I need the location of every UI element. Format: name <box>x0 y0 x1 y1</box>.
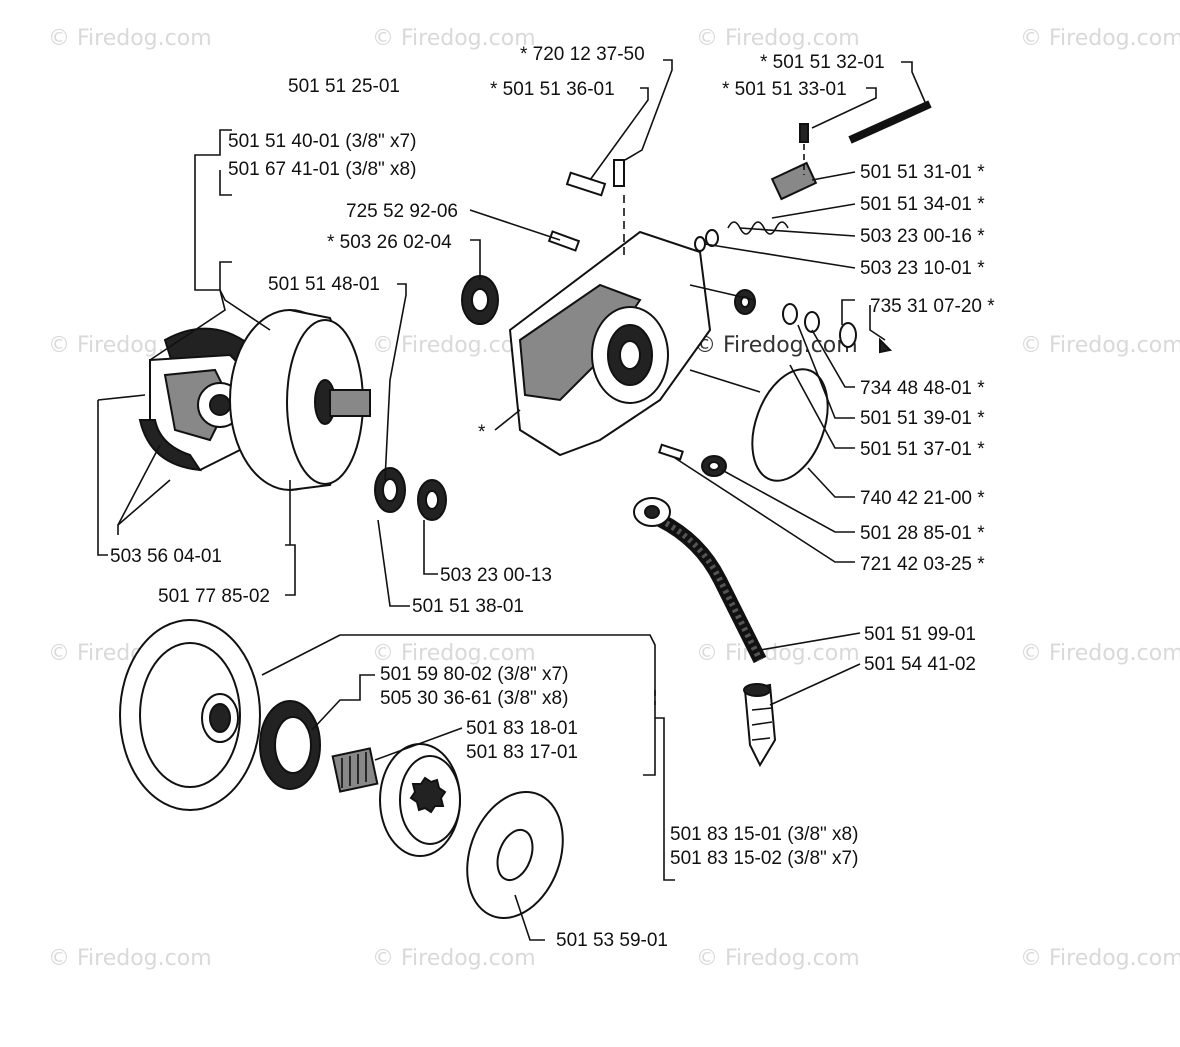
label-part-501-54-41-02: 501 54 41-02 <box>864 654 976 675</box>
watermark: © Firedog.com <box>696 946 860 971</box>
watermark: © Firedog.com <box>1020 946 1180 971</box>
large-o-ring <box>751 368 829 482</box>
label-part-501-53-59-01: 501 53 59-01 <box>556 930 668 951</box>
label-part-740-42-21-00: 740 42 21-00 * <box>860 488 985 509</box>
rim-sprocket <box>259 700 321 790</box>
watermark: © Firedog.com <box>696 641 860 666</box>
label-part-501-83-17-01: 501 83 17-01 <box>466 742 578 763</box>
label-part-501-51-37-01: 501 51 37-01 * <box>860 439 985 460</box>
seal-ring <box>461 275 499 325</box>
label-part-501-67-41-01: 501 67 41-01 (3/8" x8) <box>228 159 416 180</box>
label-part-503-23-00-16: 503 23 00-16 * <box>860 226 985 247</box>
label-part-501-28-85-01: 501 28 85-01 * <box>860 523 985 544</box>
watermark: © Firedog.com <box>1020 641 1180 666</box>
clutch-shoes <box>138 327 257 472</box>
label-part-721-42-03-25: 721 42 03-25 * <box>860 554 985 575</box>
watermark: © Firedog.com <box>1020 26 1180 51</box>
watermark: © Firedog.com <box>372 946 536 971</box>
label-part-501-51-31-01: 501 51 31-01 * <box>860 162 985 183</box>
watermark-center: © Firedog.com <box>694 333 858 358</box>
label-part-501-51-40-01: 501 51 40-01 (3/8" x7) <box>228 131 416 152</box>
needle-bearing <box>374 467 406 513</box>
spur-sprocket <box>379 743 461 857</box>
oil-hose <box>633 497 767 664</box>
label-part-735-31-07-20: 735 31 07-20 * <box>870 296 995 317</box>
label-part-503-23-10-01: 503 23 10-01 * <box>860 258 985 279</box>
label-part-501-51-36-01: * 501 51 36-01 <box>490 79 615 100</box>
label-assembly: 501 51 25-01 <box>288 76 400 97</box>
label-part-501-83-15-02: 501 83 15-02 (3/8" x7) <box>670 848 858 869</box>
clutch-drum <box>229 309 371 491</box>
watermark: © Firedog.com <box>372 333 536 358</box>
label-part-501-51-34-01: 501 51 34-01 * <box>860 194 985 215</box>
watermark: © Firedog.com <box>48 946 212 971</box>
label-part-501-77-85-02: 501 77 85-02 <box>158 586 270 607</box>
label-part-501-59-80-02: 501 59 80-02 (3/8" x7) <box>380 664 568 685</box>
watermark: © Firedog.com <box>372 26 536 51</box>
label-part-501-51-32-01: * 501 51 32-01 <box>760 52 885 73</box>
label-part-505-30-36-61: 505 30 36-61 (3/8" x8) <box>380 688 568 709</box>
label-part-501-51-48-01: 501 51 48-01 <box>268 274 380 295</box>
label-part-501-83-15-01: 501 83 15-01 (3/8" x8) <box>670 824 858 845</box>
watermark: © Firedog.com <box>48 26 212 51</box>
label-part-501-51-38-01: 501 51 38-01 <box>412 596 524 617</box>
oil-pump-housing <box>508 230 712 457</box>
watermark: © Firedog.com <box>1020 333 1180 358</box>
large-washer <box>466 791 564 919</box>
label-housing-asterisk: * <box>478 422 486 443</box>
adjuster-pin <box>770 100 932 201</box>
small-washer <box>658 443 727 477</box>
watermarks: © Firedog.com © Firedog.com © Firedog.co… <box>48 26 1180 971</box>
label-part-501-51-39-01: 501 51 39-01 * <box>860 408 985 429</box>
label-part-503-26-02-04: * 503 26 02-04 <box>327 232 452 253</box>
washer <box>417 479 447 521</box>
label-part-734-48-48-01: 734 48 48-01 * <box>860 378 985 399</box>
label-part-503-23-00-13: 503 23 00-13 <box>440 565 552 586</box>
label-part-501-51-99-01: 501 51 99-01 <box>864 624 976 645</box>
leader-lines <box>97 59 926 941</box>
watermark: © Firedog.com <box>372 641 536 666</box>
label-part-720-12-37-50: * 720 12 37-50 <box>520 44 645 65</box>
needle-bearing-lower <box>331 747 379 793</box>
part-labels: 501 51 25-01 * 720 12 37-50 * 501 51 36-… <box>110 44 995 951</box>
label-part-501-51-33-01: * 501 51 33-01 <box>722 79 847 100</box>
label-part-501-83-18-01: 501 83 18-01 <box>466 718 578 739</box>
label-part-725-52-92-06: 725 52 92-06 <box>346 201 458 222</box>
watermark: © Firedog.com <box>696 26 860 51</box>
screws <box>547 123 809 252</box>
oil-filter <box>743 683 777 768</box>
clutch-drum-lower <box>119 619 261 811</box>
spring <box>694 221 789 252</box>
label-part-503-56-04-01: 503 56 04-01 <box>110 546 222 567</box>
